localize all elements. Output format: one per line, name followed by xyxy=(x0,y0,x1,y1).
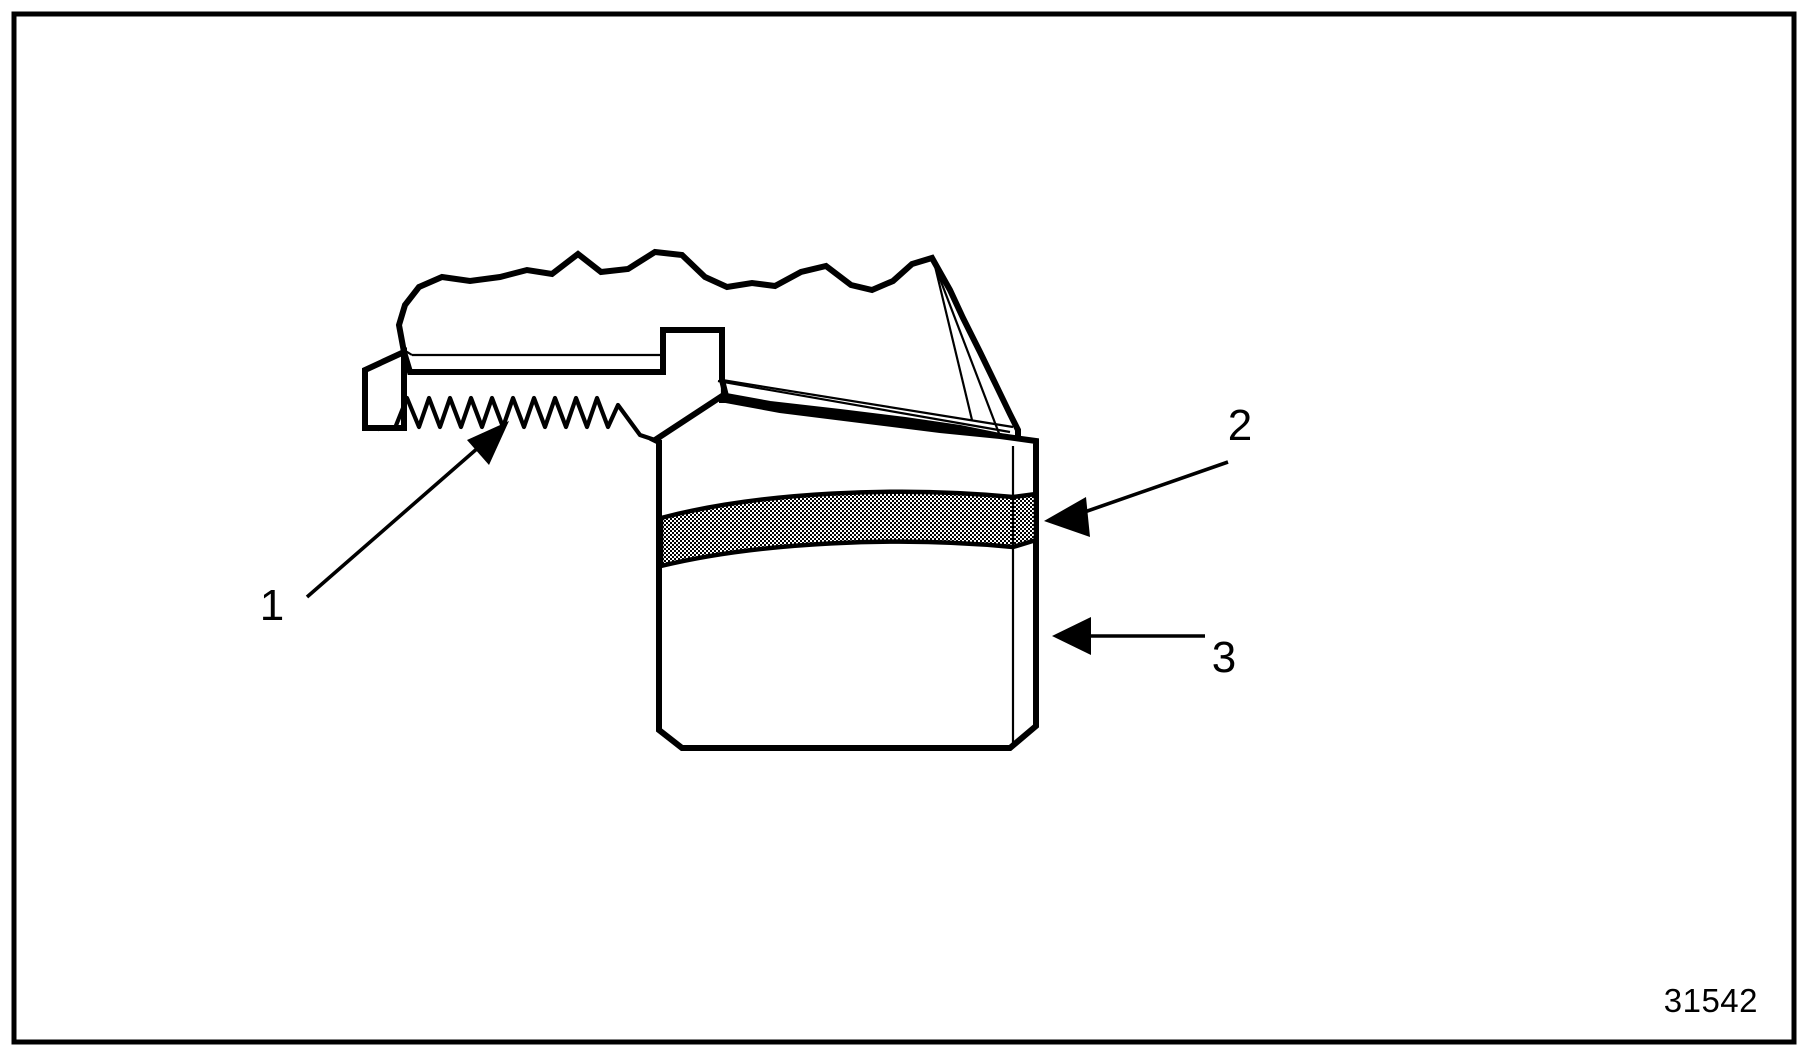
fracture-edge-line xyxy=(930,257,1002,437)
shaded-ring-band xyxy=(658,489,1039,569)
inner-web-line-2 xyxy=(717,379,1011,434)
thread-root-line xyxy=(377,426,401,432)
callout-2-leader xyxy=(1072,460,1229,518)
inner-web-line xyxy=(721,378,1014,429)
callout-2-arrowhead xyxy=(1044,497,1090,537)
thread-profile xyxy=(392,395,658,443)
callout-label-3: 3 xyxy=(1212,633,1236,682)
figure-code: 31542 xyxy=(1663,982,1758,1019)
callout-1-leader xyxy=(305,438,489,599)
callout-1-arrowhead xyxy=(467,421,509,465)
fracture-edge-line-2 xyxy=(932,261,974,421)
figure-border xyxy=(11,11,1797,1045)
callout-3-group xyxy=(1052,617,1205,655)
callout-label-1: 1 xyxy=(260,581,284,630)
callout-label-2: 2 xyxy=(1228,401,1252,450)
callout-3-arrowhead xyxy=(1052,617,1091,655)
callout-1-group xyxy=(305,421,509,599)
body-barrel xyxy=(648,390,1039,751)
callout-2-group xyxy=(1044,460,1229,537)
